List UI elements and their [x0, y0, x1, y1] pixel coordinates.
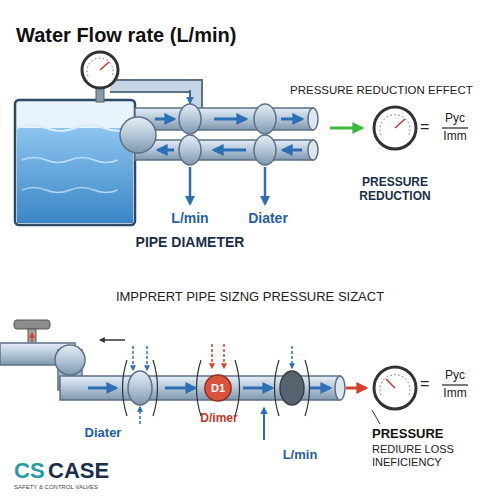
- direction-arrow: [100, 339, 125, 341]
- flow-arrow: [243, 387, 272, 390]
- gauge-ticks: [380, 115, 410, 135]
- logo-tagline: SAFETY & CONTROL VALVES: [14, 484, 98, 491]
- valve-handwheel: [14, 320, 50, 329]
- gauge-ticks: [380, 375, 410, 395]
- pressure-arrow: [291, 346, 293, 368]
- valve-bulge: [179, 104, 201, 134]
- pipe-end: [308, 108, 318, 130]
- node-label: D1: [211, 382, 225, 394]
- tank: [15, 100, 135, 225]
- gauge-needle: [395, 119, 405, 128]
- formula-denominator: Imm: [443, 387, 466, 401]
- flow-arrow: [214, 149, 246, 152]
- logo-mark: CS: [14, 458, 45, 483]
- bracket: [197, 360, 240, 416]
- flow-arrow: [88, 387, 116, 390]
- section-heading: IMPPRERT PIPE SIZNG PRESSURE SIZACT: [116, 290, 384, 305]
- equals-sign: =: [420, 118, 429, 136]
- pressure-gauge: [82, 52, 118, 88]
- tank-water: [17, 128, 133, 223]
- pressure-gauge: [374, 367, 416, 409]
- flow-arrow: [310, 387, 330, 390]
- gauge-needle: [386, 379, 395, 388]
- gauge-pipe: [110, 86, 196, 108]
- pipe: [135, 140, 313, 160]
- flow-label: L/min: [283, 448, 318, 463]
- gauge-needle: [100, 62, 109, 70]
- flow-arrow: [155, 118, 174, 121]
- diameter-label: D/imer: [200, 412, 237, 426]
- pressure-arrow: [223, 344, 225, 368]
- callout-heading: PRESSURE: [372, 427, 444, 442]
- section-caption: PIPE DIAMETER: [136, 234, 245, 250]
- formula-numerator: Pyc: [445, 112, 465, 126]
- pressure-arrow: [263, 408, 265, 440]
- section-heading: PRESSURE REDUCTION EFFECT: [290, 84, 473, 97]
- flow-arrow: [165, 387, 195, 390]
- flow-arrow: [214, 118, 246, 121]
- callout-text: REDIURE LOSS INEFICIENCY: [372, 443, 472, 468]
- pipe-end: [308, 140, 318, 160]
- valve-bulge: [254, 135, 276, 165]
- result-arrow: [346, 387, 366, 390]
- formula-denominator: Imm: [443, 130, 466, 144]
- valve-bulge: [280, 371, 304, 405]
- result-arrow: [330, 127, 362, 130]
- flow-arrow: [281, 118, 302, 121]
- pipe-elbow: [55, 345, 85, 375]
- diameter-label: Diater: [248, 210, 288, 226]
- logo-name: CASE: [48, 458, 109, 483]
- valve-bulge: [179, 135, 201, 165]
- flow-arrow: [189, 90, 191, 103]
- valve-bulge: [128, 371, 152, 405]
- flow-label: L/min: [171, 210, 208, 226]
- valve-stem: [28, 329, 36, 344]
- equals-sign: =: [420, 375, 429, 393]
- pipe-end: [335, 376, 345, 400]
- pressure-arrow: [139, 407, 141, 424]
- outflow-arrow: [189, 167, 192, 204]
- diameter-label: Diater: [85, 426, 122, 441]
- restriction-node: D1: [204, 374, 232, 402]
- pressure-gauge: [374, 107, 416, 149]
- water-wave: [22, 158, 118, 163]
- fraction-bar: [442, 384, 468, 385]
- fraction-bar: [442, 127, 468, 128]
- outflow-arrow: [264, 167, 267, 204]
- pressure-arrow: [146, 346, 148, 370]
- restriction-circle: [205, 375, 231, 401]
- flow-arrow: [158, 149, 174, 152]
- pipe: [135, 108, 313, 130]
- stem-arrow: [31, 333, 33, 342]
- gauge-pipe: [110, 86, 196, 108]
- water-wave: [17, 125, 133, 131]
- gauge-ticks: [87, 58, 113, 76]
- water-wave: [22, 188, 118, 193]
- pressure-arrow: [132, 346, 134, 370]
- bracket: [275, 360, 310, 416]
- diagram-title: Water Flow rate (L/min): [16, 24, 236, 47]
- flow-arrow: [283, 149, 302, 152]
- tank-joint: [120, 117, 156, 153]
- valve-bulge: [254, 104, 276, 134]
- leader-line: [372, 410, 380, 424]
- pressure-arrow: [211, 344, 213, 368]
- gauge-caption: PRESSURE REDUCTION: [350, 176, 440, 204]
- formula-numerator: Pyc: [445, 369, 465, 383]
